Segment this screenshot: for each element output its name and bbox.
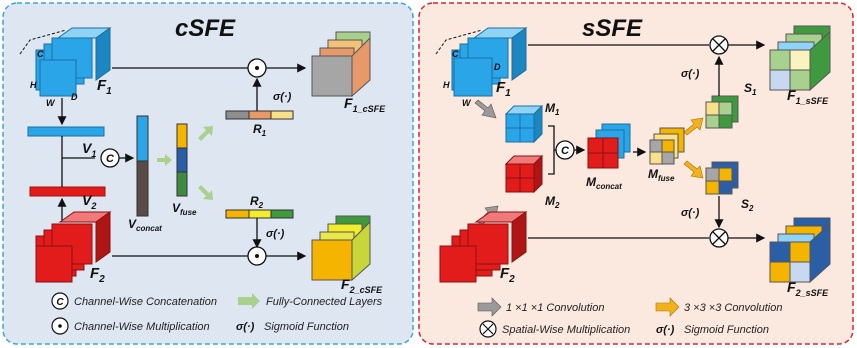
r2-label: R2 xyxy=(250,194,264,210)
vconcat-top xyxy=(136,115,149,162)
legend-sigmoid-text: Sigmoid Function xyxy=(264,321,349,333)
ssfe-f1-label: F1 xyxy=(496,79,511,99)
conv3-arrow-1 xyxy=(683,117,704,136)
ssfe-panel: sSFE C H W D F1 M1 xyxy=(418,2,854,345)
fc-arrow-1 xyxy=(157,154,172,166)
legend-fc-arrow xyxy=(238,293,260,309)
conv3-arrow-2 xyxy=(683,160,704,179)
sigma-left-2: σ(·) xyxy=(266,228,285,240)
csfe-panel: cSFE C H W D F1 V1 V2 C xyxy=(2,2,414,345)
f1-ssfe-output-cube xyxy=(769,25,831,92)
vconcat-label: Vconcat xyxy=(128,217,162,233)
f2-csfe-output-cube xyxy=(311,215,371,282)
v2-label: V2 xyxy=(82,192,96,211)
f2-cube xyxy=(35,211,112,283)
ssfe-f2-label: F2 xyxy=(500,265,515,285)
s2-label: S2 xyxy=(741,197,754,213)
ssfe-dim-h: H xyxy=(443,80,450,90)
f1-csfe-output-cube xyxy=(311,31,371,98)
legend-concat-text: Channel-Wise Concatenation xyxy=(74,296,217,308)
legend-concat-letter: C xyxy=(56,297,64,308)
f2-label: F2 xyxy=(90,265,105,285)
r1-bar xyxy=(270,110,294,120)
r1-label: R1 xyxy=(253,122,267,138)
legend-conv1-arrow xyxy=(477,297,502,317)
f1-csfe-label: F1_cSFE xyxy=(344,95,386,114)
ssfe-panel-frame xyxy=(418,2,854,345)
dim-h-label: H xyxy=(30,80,37,90)
f1-label: F1 xyxy=(97,77,112,97)
ssfe-title: sSFE xyxy=(582,15,643,42)
ssfe-dim-d: D xyxy=(494,62,501,72)
mconcat-label: Mconcat xyxy=(586,175,622,191)
csfe-title: cSFE xyxy=(175,15,236,42)
dim-d-label: D xyxy=(71,92,78,102)
f2-csfe-label: F2_cSFE xyxy=(341,276,383,295)
legend-mult-text: Channel-Wise Multiplication xyxy=(74,321,210,333)
m2-cube xyxy=(504,154,544,194)
mfuse-cube xyxy=(649,127,685,165)
vconcat-bottom xyxy=(136,160,149,217)
vfuse-label: Vfuse xyxy=(172,201,197,217)
s2-cube xyxy=(705,161,739,195)
v1-label: V1 xyxy=(82,140,96,159)
csfe-panel-frame xyxy=(2,2,414,345)
r2-bar xyxy=(270,209,294,219)
ssfe-dim-c: C xyxy=(452,49,459,59)
mconcat-cube xyxy=(587,123,631,169)
legend-sigmoid-symbol-right: σ(·) xyxy=(656,324,675,336)
mfuse-label: Mfuse xyxy=(648,167,675,183)
m1-label: M1 xyxy=(545,101,560,117)
concat-symbol-left-text: C xyxy=(106,153,115,165)
concat-symbol-right-text: C xyxy=(561,145,570,157)
f1-cube xyxy=(19,27,112,97)
legend-conv1-text: 1 ×1 ×1 Convolution xyxy=(506,302,604,314)
legend-fc-text: Fully-Connected Layers xyxy=(266,296,383,308)
legend-sigmoid-text-right: Sigmoid Function xyxy=(684,324,769,336)
s1-label: S1 xyxy=(744,81,757,97)
ssfe-f2-cube xyxy=(439,211,528,283)
m2-label: M2 xyxy=(545,194,560,210)
fc-arrow-3 xyxy=(198,185,213,200)
s1-cube xyxy=(705,95,739,129)
legend-sigmoid-symbol: σ(·) xyxy=(236,321,255,333)
legend-conv3-text: 3 ×3 ×3 Convolution xyxy=(684,302,782,314)
vfuse-bar xyxy=(176,171,188,197)
v1-bar xyxy=(27,126,105,137)
ssfe-dim-w: W xyxy=(462,98,472,108)
legend-spatial-text: Spatial-Wise Multiplication xyxy=(502,324,630,336)
dim-c-label: C xyxy=(37,49,44,59)
sigma-left-1: σ(·) xyxy=(273,91,292,103)
sigma-right-2: σ(·) xyxy=(681,207,700,219)
f1-ssfe-label: F1_sSFE xyxy=(787,87,829,106)
legend-conv3-arrow xyxy=(655,297,680,317)
m1-cube xyxy=(504,104,544,144)
conv1-arrow-1 xyxy=(474,99,497,119)
ssfe-f1-cube xyxy=(435,27,528,97)
legend-concat-symbol xyxy=(51,292,69,310)
f2-ssfe-output-cube xyxy=(769,217,831,284)
f2-ssfe-label: F2_sSFE xyxy=(787,279,829,298)
sigma-right-1: σ(·) xyxy=(681,68,700,80)
v2-bar xyxy=(29,186,106,197)
fc-arrow-2 xyxy=(198,126,213,141)
dim-w-label: W xyxy=(46,98,56,108)
